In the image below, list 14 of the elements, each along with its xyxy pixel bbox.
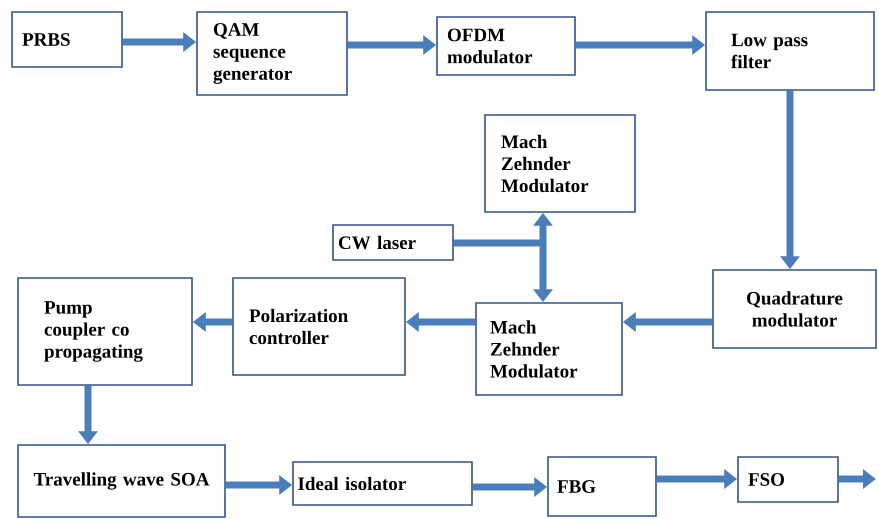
process-box: PRBS — [11, 11, 123, 68]
process-box: Travelling wave SOA — [17, 444, 226, 518]
process-box: Ideal isolator — [292, 461, 473, 506]
process-box: Polarization controller — [232, 277, 406, 376]
process-box: Quadrature modulator — [712, 269, 877, 349]
process-box: OFDM modulator — [436, 16, 576, 76]
process-box: Mach Zehnder Modulator — [484, 114, 636, 213]
process-box: QAM sequence generator — [196, 11, 348, 96]
process-box: CW laser — [332, 224, 454, 261]
process-box: FSO — [737, 456, 839, 503]
process-box: Pump coupler co propagating — [17, 277, 193, 386]
process-box: Low pass filter — [705, 11, 875, 91]
process-box: FBG — [547, 456, 657, 517]
process-box: Mach Zehnder Modulator — [475, 302, 623, 396]
